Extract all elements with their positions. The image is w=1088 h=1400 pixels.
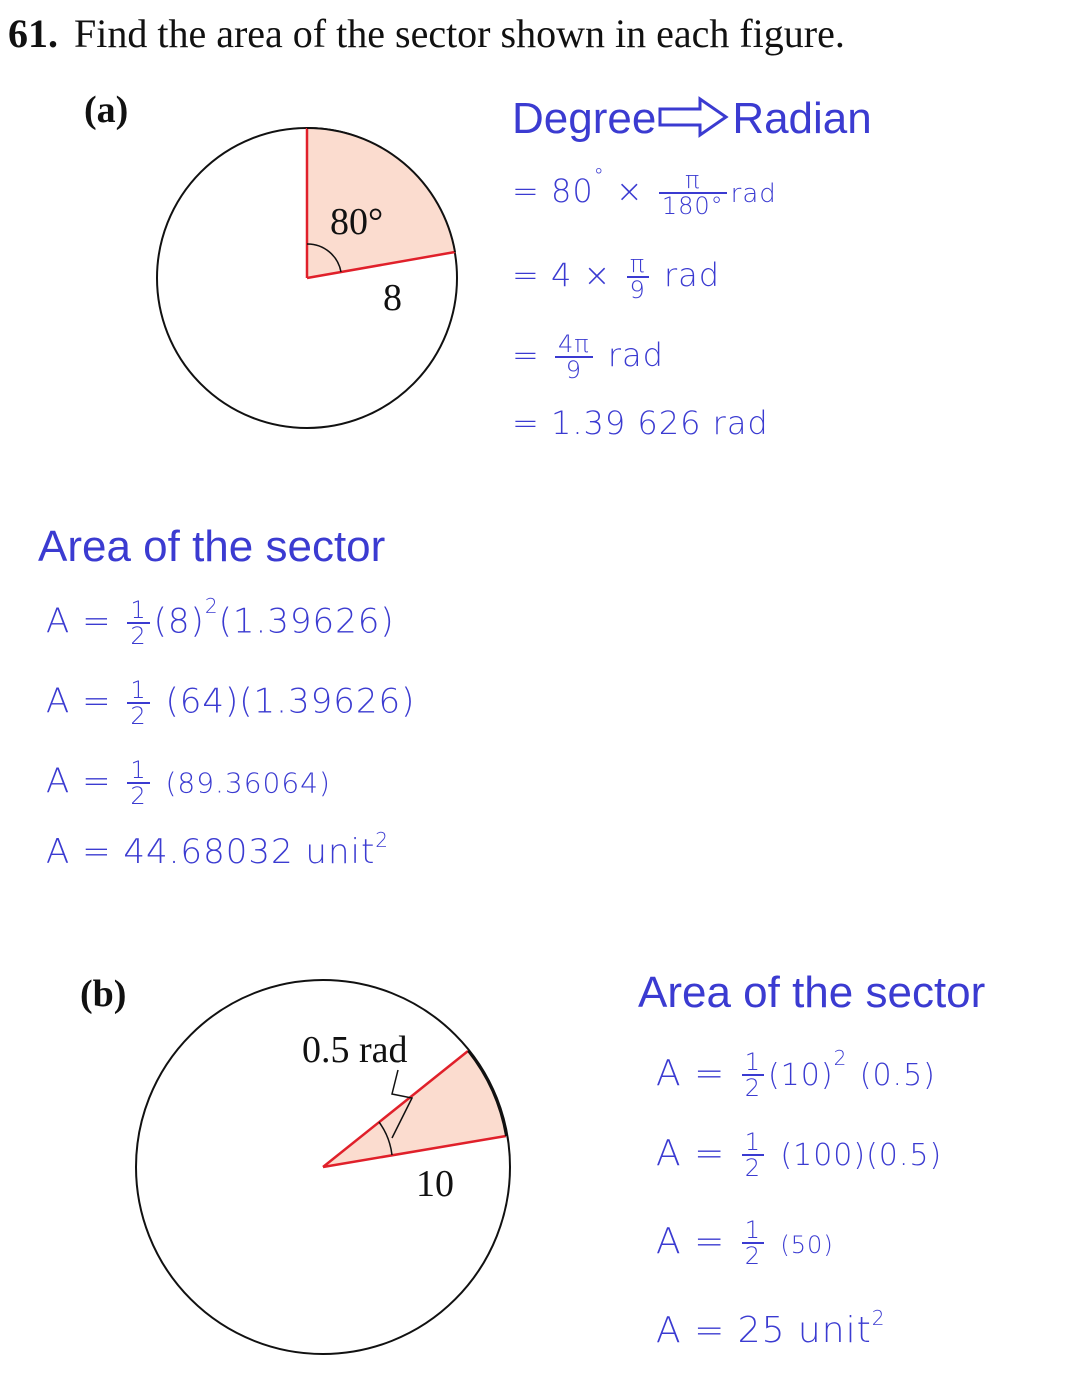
part-a-figure <box>156 126 458 429</box>
right-arrow-outline-icon <box>658 96 729 139</box>
part-a-radius-label: 8 <box>383 277 402 319</box>
part-b-radius-lower <box>322 1134 507 1169</box>
part-b-radius-upper <box>322 1050 469 1168</box>
problem-number: 61. <box>8 11 58 56</box>
part-b-angle-label: 0.5 rad <box>302 1029 408 1071</box>
part-a-sector <box>307 127 455 278</box>
part-a-radius-slanted <box>306 250 456 280</box>
part-b-figure <box>135 979 511 1355</box>
conversion-line-4: = 1.39 626 rad <box>512 404 769 442</box>
part-b-label: (b) <box>80 973 127 1015</box>
problem-text: Find the area of the sector shown in eac… <box>74 11 845 56</box>
part-a-label: (a) <box>84 89 129 131</box>
problem-statement: 61. Find the area of the sector shown in … <box>8 10 845 57</box>
part-a-sector-arc <box>306 126 456 253</box>
conversion-heading-degree: Degree <box>512 94 657 143</box>
part-a-angle-label: 80° <box>330 201 384 243</box>
part-b-area-result: A = 25 unit2 <box>656 1306 886 1351</box>
part-b-sector <box>323 1051 506 1167</box>
part-a-area-heading: Area of the sector <box>38 522 386 571</box>
conversion-heading-radian: Radian <box>732 94 872 143</box>
part-a-angle-arc <box>306 243 342 273</box>
conversion-heading: Degree Radian <box>512 94 872 144</box>
part-b-sector-arc <box>467 1050 507 1137</box>
part-b-area-heading: Area of the sector <box>638 968 986 1017</box>
part-a-area-result: A = 44.68032 unit2 <box>46 828 390 872</box>
part-b-radius-label: 10 <box>416 1163 454 1205</box>
part-b-leader-line <box>391 1069 414 1139</box>
part-b-angle-arc <box>378 1121 393 1156</box>
